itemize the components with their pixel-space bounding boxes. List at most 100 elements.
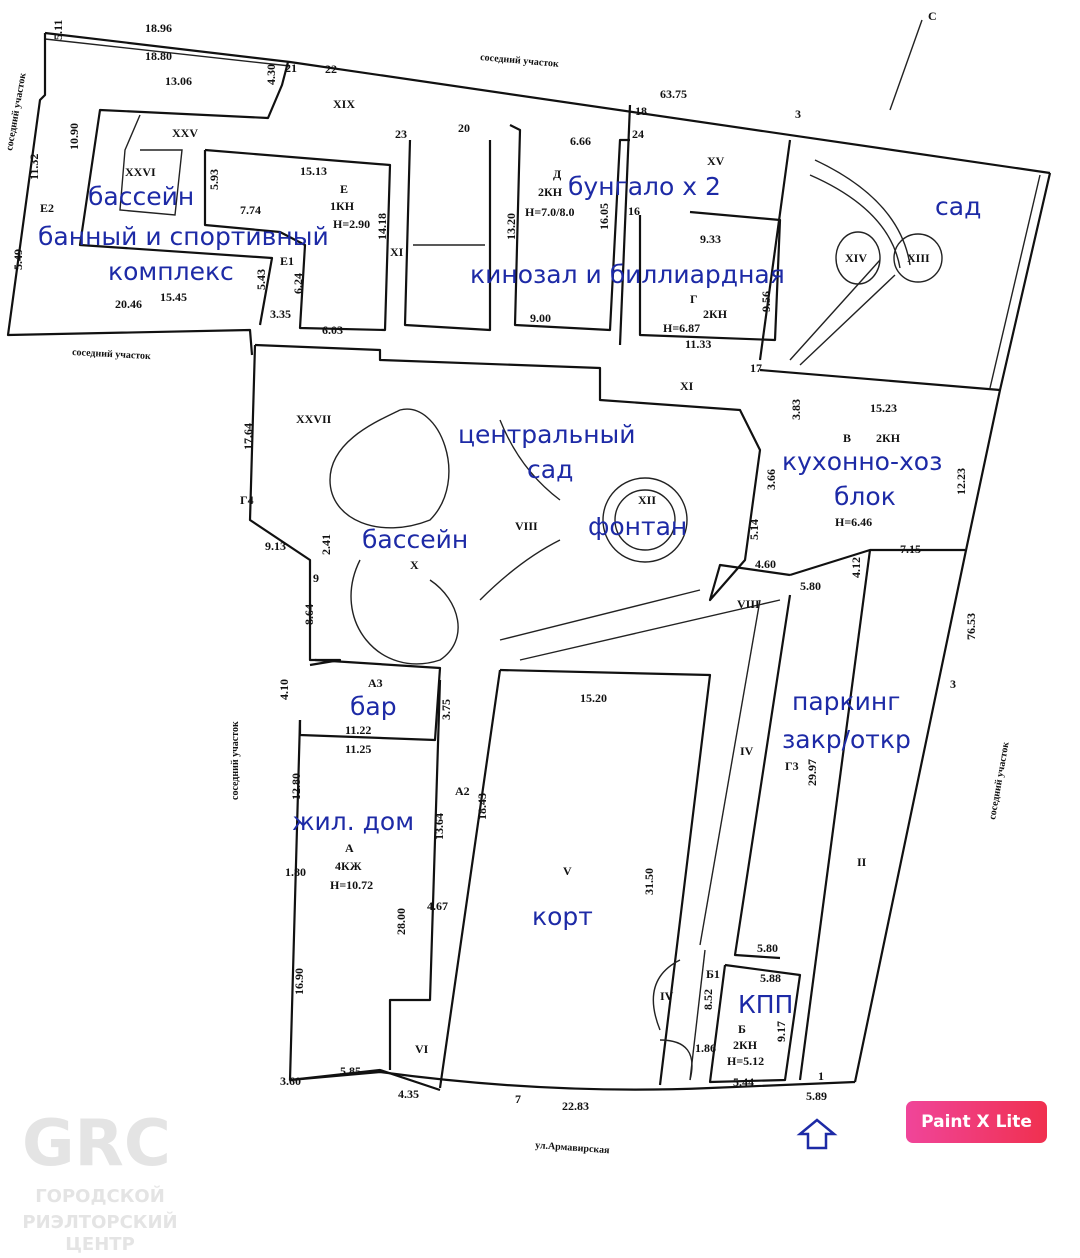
point-number: 3 [795,107,801,121]
room-code: II [857,855,867,869]
block-label: блок [834,482,896,511]
room-code: X [410,558,419,572]
room-code: XXVI [125,165,156,179]
dimension-label: 2.41 [319,534,333,555]
room-code: XXVII [296,412,332,426]
dimension-label: 4.67 [427,899,448,913]
room-code: XIII [907,251,930,265]
dimension-label: 13.64 [432,813,446,840]
bath-sport-label: банный и спортивный [38,222,329,251]
room-code: 2КН [733,1038,758,1052]
room-code: VIII [737,597,760,611]
point-number: 24 [632,127,644,141]
room-code: Н=6.46 [835,515,872,529]
central-label: центральный [458,420,636,449]
north-label: С [928,9,937,23]
plan-outlines [6,19,1052,1150]
dimension-label: 15.20 [580,691,607,705]
point-number: 22 [325,62,337,76]
room-code: Н=10.72 [330,878,373,892]
dimension-label: 1.80 [285,865,306,879]
room-code: 4КЖ [335,859,362,873]
watermark-logo: GRC [22,1107,171,1181]
dimension-label: 7.15 [900,542,921,556]
room-code: Н=5.12 [727,1054,764,1068]
room-code: В [843,431,851,445]
point-number: 17 [750,361,762,375]
room-code: Е1 [280,254,294,268]
neighbor-label-top: соседний участок [480,52,560,70]
neighbor-label-right: соседний участок [987,741,1012,821]
room-code: Е [340,182,348,196]
garden-label: сад [935,192,981,221]
dimension-label: 17.64 [241,423,255,450]
dimension-label: 15.23 [870,401,897,415]
dimension-label: 15.13 [300,164,327,178]
dimension-label: 18.96 [145,21,172,35]
point-number: 1 [818,1069,824,1083]
room-code: XXV [172,126,198,140]
room-code: Д [553,167,562,181]
dimension-label: 8.52 [701,989,715,1010]
dimension-label: 9.13 [265,539,286,553]
dimension-label: 5.80 [800,579,821,593]
dimension-label: 12.23 [954,468,968,495]
room-code: XI [390,245,404,259]
parking-label: паркинг [792,687,900,716]
room-code: VIII [515,519,538,533]
neighbor-label-left-bottom: соседний участок [72,347,151,362]
room-code: Г4 [240,493,254,507]
room-code: Г3 [785,759,799,773]
neighbor-label-mid: соседний участок [230,721,241,800]
street-name: ул.Армавирская [535,1140,611,1156]
dimension-label: 1.86 [695,1041,716,1055]
residential-house-label: жил. дом [292,807,414,836]
dimension-label: 5.49 [11,249,25,270]
dimension-label: 5.93 [207,169,221,190]
dimension-label: 11.32 [27,154,41,180]
dimension-label: 5.80 [757,941,778,955]
checkpoint-label: КПП [738,990,793,1019]
dimension-label: 11.22 [345,723,371,737]
plan-labels: бассейн банный и спортивный комплекс бунгал… [4,9,1012,1156]
dimension-label: 10.90 [67,123,81,150]
dimension-label: 4.30 [264,64,278,85]
point-number: 18 [635,104,647,118]
complex-label: комплекс [108,257,234,286]
dimension-label: 9.00 [530,311,551,325]
watermark-text: ГОРОДСКОЙ [35,1185,165,1207]
room-code: Б [738,1022,746,1036]
room-code: IV [660,989,674,1003]
room-code: 1КН [330,199,355,213]
court-label: корт [532,902,593,931]
pool-label: бассейн [88,182,194,211]
dimension-label: 4.35 [398,1087,419,1101]
dimension-label: 3.66 [764,469,778,490]
dimension-label: 4.12 [849,557,863,578]
dimension-label: 4.60 [755,557,776,571]
dimension-label: 29.97 [805,759,819,786]
bungalow-label: бунгало х 2 [568,172,721,201]
room-code: 2КН [538,185,563,199]
dimension-label: 22.83 [562,1099,589,1113]
kitchen-label: кухонно-хоз [782,447,942,476]
dimension-label: 31.50 [642,868,656,895]
room-code: V [563,864,572,878]
room-code: А [345,841,354,855]
dimension-label: 16.05 [597,203,611,230]
point-number: 21 [285,61,297,75]
room-code: XV [707,154,725,168]
dimension-label: 13.06 [165,74,192,88]
point-number: 23 [395,127,407,141]
point-number: 7 [515,1092,521,1106]
cinema-billiard-label: кинозал и биллиардная [470,260,785,289]
paint-x-lite-badge: Paint X Lite [906,1101,1047,1143]
room-code: А3 [368,676,383,690]
dimension-label: 6.03 [322,323,343,337]
dimension-label: 16.90 [292,968,306,995]
dimension-label: 9.33 [700,232,721,246]
bar-label: бар [350,692,397,721]
room-code: IV [740,744,754,758]
point-number: 20 [458,121,470,135]
